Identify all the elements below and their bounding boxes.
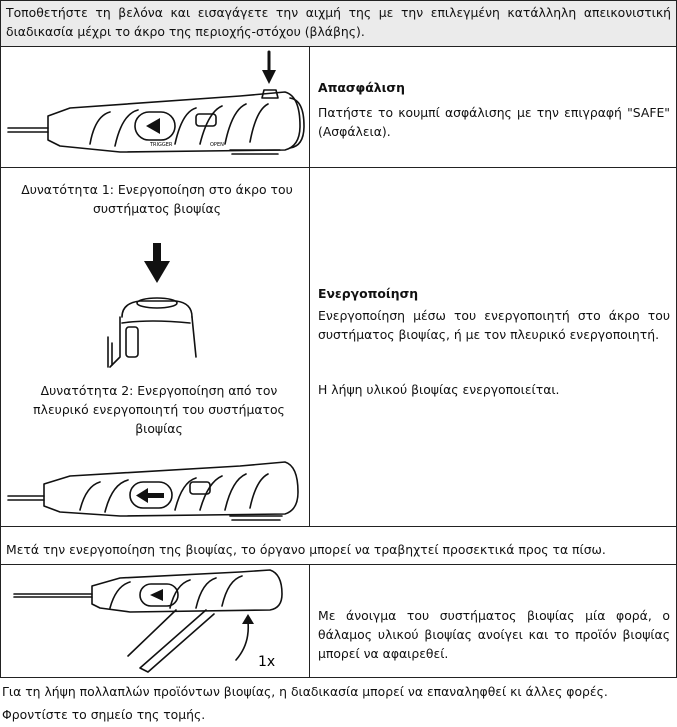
lock-text: Πατήστε το κουμπί ασφάλισης με την επιγρ… [318,105,670,139]
footer-line2: Φροντίστε το σημείο της τομής. [2,707,206,722]
rule [309,564,310,677]
device-end-illustration [107,243,197,368]
count-label: 1x [258,654,275,670]
device-open-illustration: 1x [13,569,283,673]
open-label: OPEN [210,142,224,148]
footer-line1: Για τη λήψη πολλαπλών προϊόντων βιοψίας,… [2,684,608,699]
rule [0,0,1,677]
open-text: Με άνοιγμα του συστήματος βιοψίας μία φο… [318,608,670,661]
after-note: Μετά την ενεργοποίηση της βιοψίας, το όρ… [6,542,606,557]
option1-text: Δυνατότητα 1: Ενεργοποίηση στο άκρο του … [21,182,293,216]
lock-heading: Απασφάλιση [318,80,405,95]
device-side-trigger-illustration [7,461,299,521]
rule [309,46,310,526]
rule [0,167,677,168]
rule [0,526,677,527]
rule [0,0,677,1]
trigger-label: TRIGGER [149,142,173,148]
intro-band [0,0,677,46]
activate-text2: Η λήψη υλικού βιοψίας ενεργοποιείται. [318,382,560,397]
activate-text1: Ενεργοποίηση μέσω του ενεργοποιητή στο ά… [318,308,670,342]
intro-text: Τοποθετήστε τη βελόνα και εισαγάγετε την… [6,5,671,39]
rule [0,677,677,678]
rule [0,564,677,565]
rule [0,46,677,47]
activate-heading: Ενεργοποίηση [318,286,419,301]
device-safe-illustration: TRIGGER OPEN [7,50,305,155]
option2-text: Δυνατότητα 2: Ενεργοποίηση από τον πλευρ… [33,383,285,436]
